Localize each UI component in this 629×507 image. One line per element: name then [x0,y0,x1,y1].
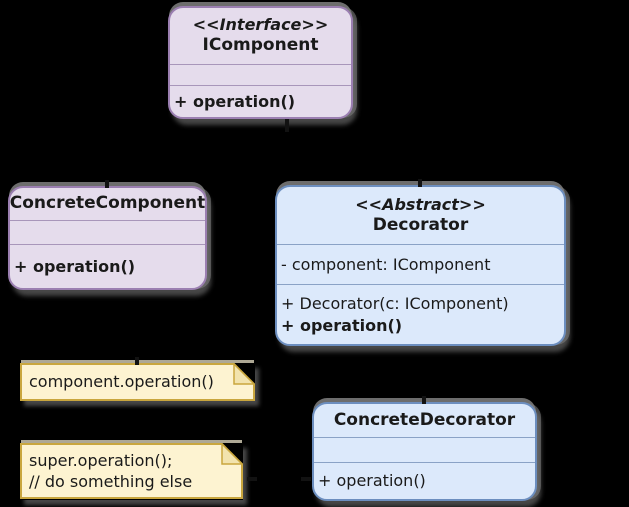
icomponent-title-section: <<Interface>> IComponent [170,8,351,64]
concrete-component-attributes-section [10,220,205,244]
decorator-attributes-section: - component: IComponent [277,244,564,284]
note-shape [20,443,243,499]
class-box-concrete-decorator: ConcreteDecorator + operation() [312,402,537,501]
concrete-component-name: ConcreteComponent [9,193,206,214]
decorator-title-section: <<Abstract>> Decorator [277,187,564,244]
connector-stub-concrete-decorator-left [301,477,311,481]
note-super-operation-text: super.operation(); // do something else [29,443,192,500]
connector-stub-concrete-component-top [105,180,109,188]
connector-stub-note2-right [247,477,257,481]
decorator-methods-section: + Decorator(c: IComponent) + operation() [277,284,564,344]
class-box-decorator: <<Abstract>> Decorator - component: ICom… [275,185,566,346]
note-fold-corner [233,363,255,385]
note-fold-corner [221,443,243,465]
concrete-decorator-title-section: ConcreteDecorator [314,404,535,437]
icomponent-name: IComponent [202,35,319,56]
class-box-icomponent: <<Interface>> IComponent + operation() [168,6,353,119]
note-component-operation-text: component.operation() [29,363,214,401]
concrete-component-method-operation: + operation() [14,256,136,276]
note-body [20,443,243,499]
concrete-decorator-name: ConcreteDecorator [333,409,516,430]
connector-stub-decorator-top [418,179,422,187]
icomponent-attributes-section [170,64,351,85]
concrete-decorator-method-operation: + operation() [318,471,426,491]
note-line: // do something else [29,471,193,491]
note-shape [20,363,255,401]
decorator-name: Decorator [372,214,469,235]
note-body [20,363,255,401]
connector-stub-icomponent-bottom [285,119,289,132]
note-super-operation: super.operation(); // do something else [20,443,243,500]
concrete-component-title-section: ConcreteComponent [10,188,205,220]
decorator-method-constructor: + Decorator(c: IComponent) [281,293,509,313]
concrete-decorator-methods-section: + operation() [314,462,535,499]
concrete-decorator-attributes-section [314,437,535,462]
connector-stub-note1-top [135,357,139,365]
decorator-attr-component: - component: IComponent [281,254,491,274]
icomponent-method-operation: + operation() [174,91,296,111]
connector-stub-concrete-decorator-top [422,396,426,404]
icomponent-stereotype: <<Interface>> [192,15,329,35]
concrete-component-methods-section: + operation() [10,244,205,288]
decorator-method-operation: + operation() [281,315,403,335]
note-line: super.operation(); [29,450,173,470]
decorator-stereotype: <<Abstract>> [355,194,486,214]
icomponent-methods-section: + operation() [170,85,351,117]
note-line: component.operation() [29,371,214,391]
note-component-operation: component.operation() [20,363,255,401]
class-box-concrete-component: ConcreteComponent + operation() [8,186,207,290]
